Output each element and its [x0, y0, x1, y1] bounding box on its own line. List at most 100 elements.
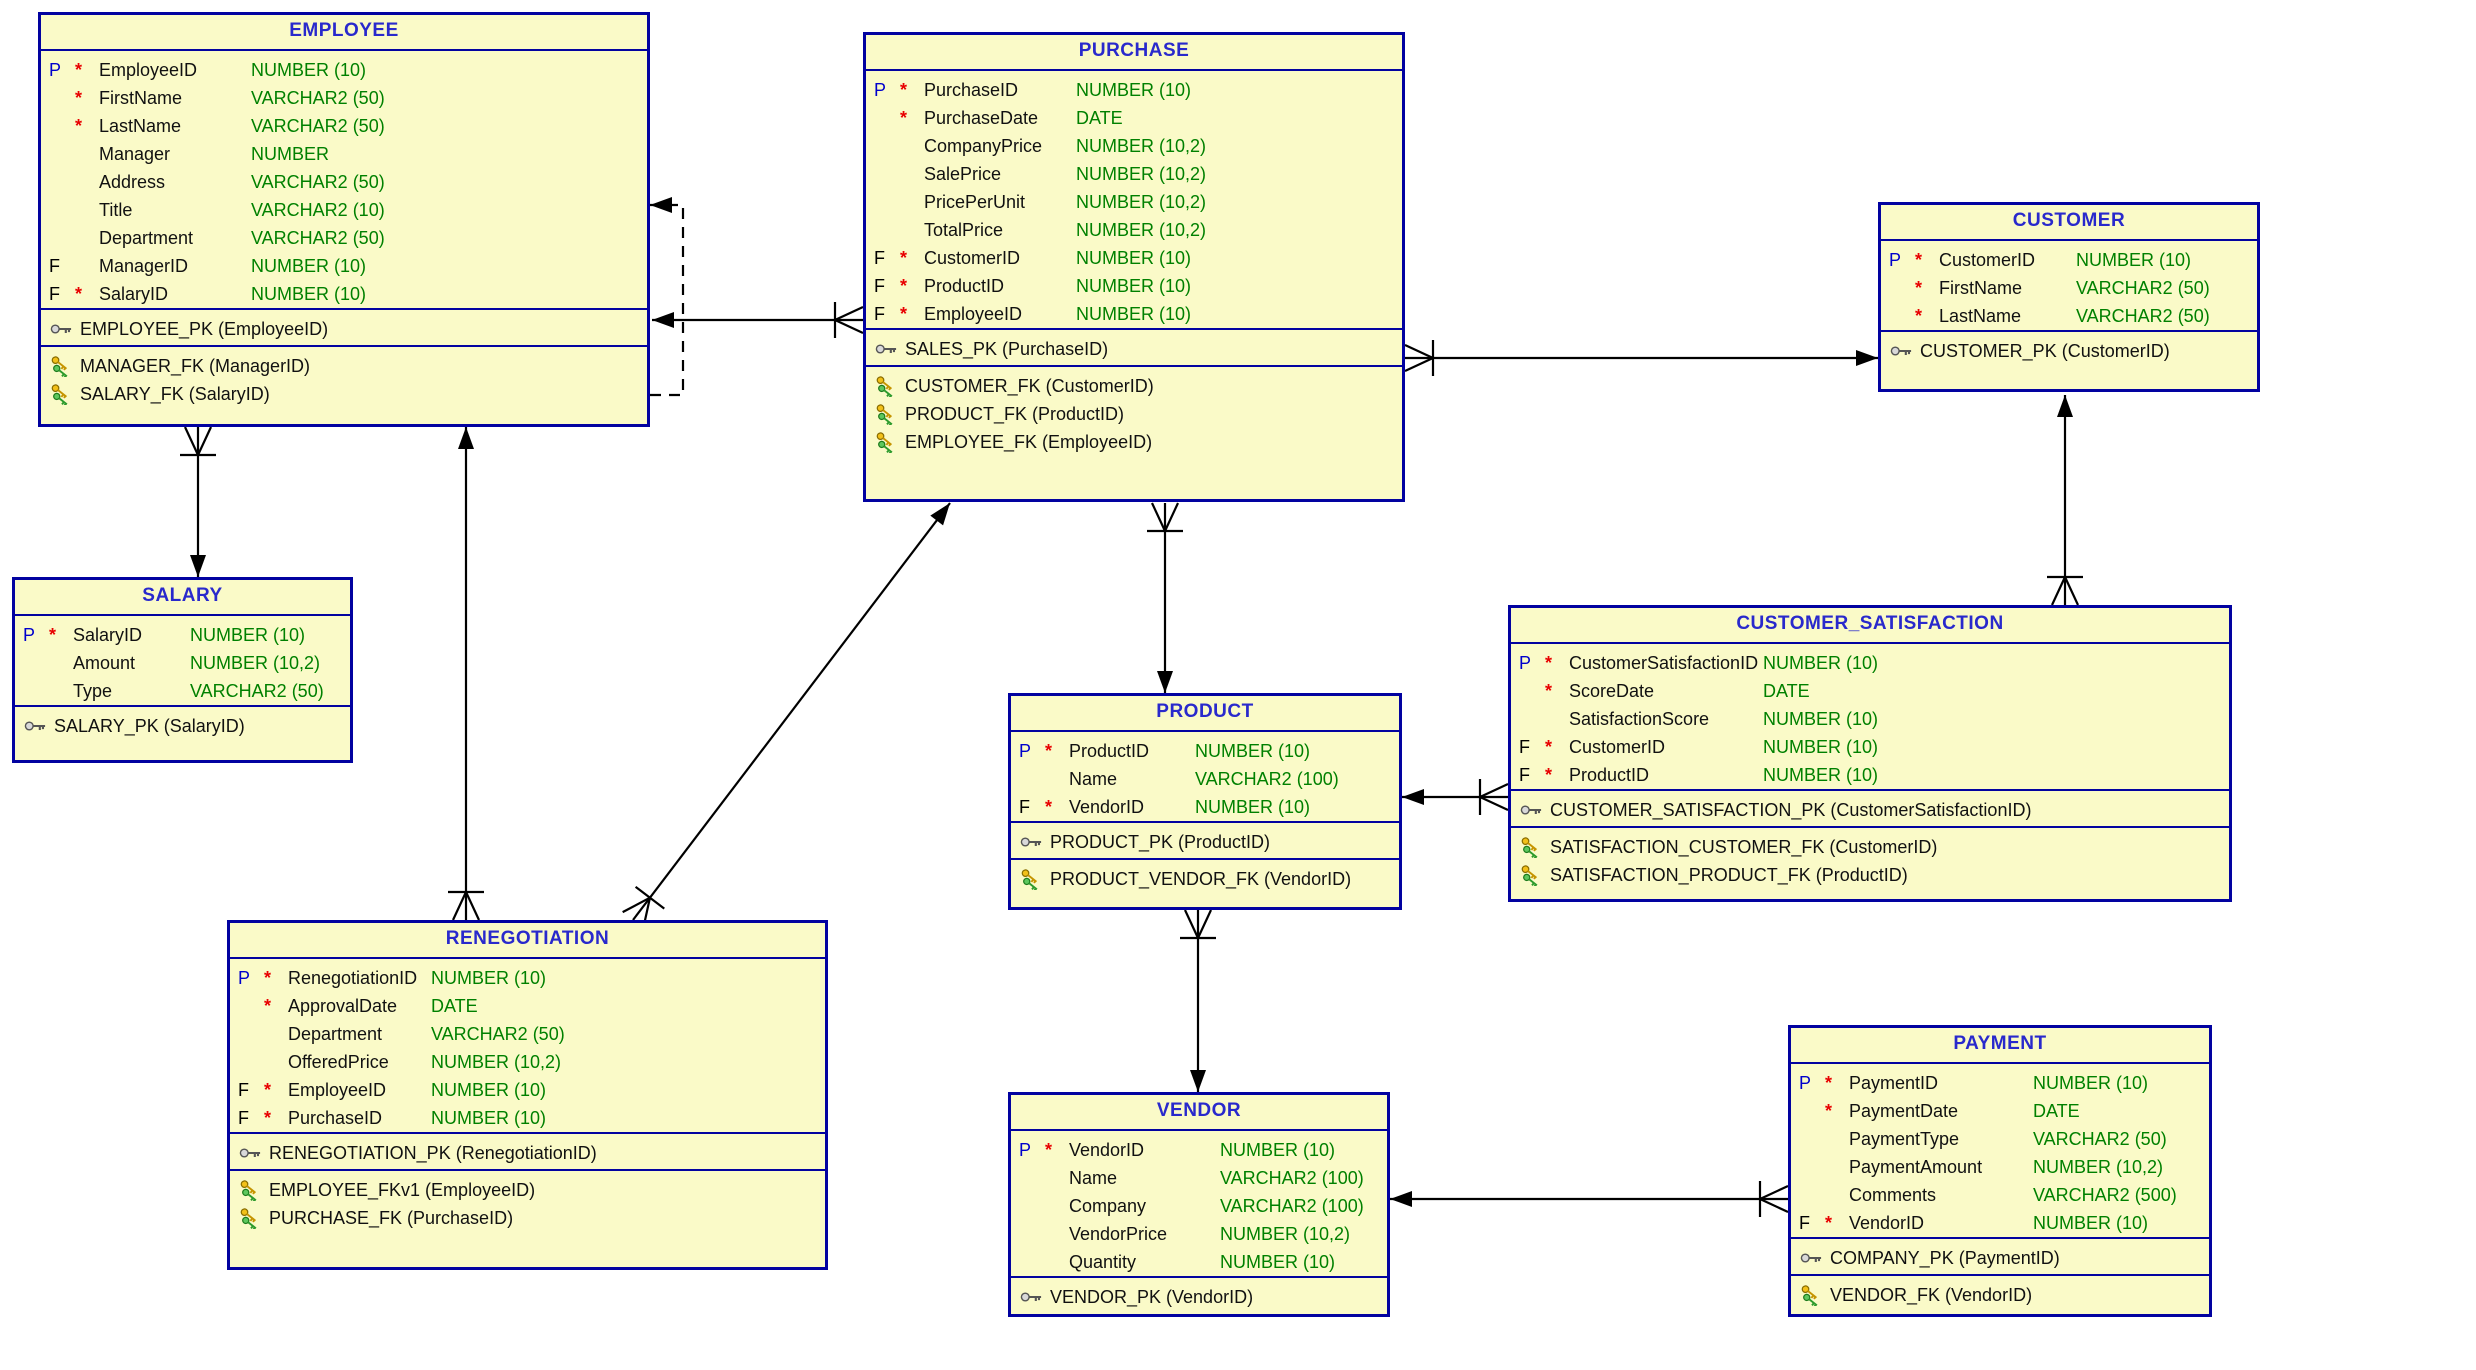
primary-key-marker: P [1799, 1073, 1812, 1093]
relationship-employee-fk[interactable] [652, 302, 864, 338]
relationship-customer-fk[interactable] [1404, 340, 1878, 376]
relationship-product-fk[interactable] [1147, 502, 1183, 693]
relationship-employee-fkv1[interactable] [448, 427, 484, 921]
foreign-key-row[interactable]: SATISFACTION_PRODUCT_FK (ProductID) [1511, 861, 2229, 889]
foreign-key-label: PRODUCT_FK (ProductID) [905, 403, 1125, 424]
column-type: NUMBER (10) [1076, 80, 1192, 100]
column-name: Department [288, 1024, 383, 1044]
foreign-key-marker: F [874, 304, 885, 324]
primary-key-row[interactable]: SALES_PK (PurchaseID) [866, 335, 1402, 363]
foreign-key-row[interactable]: EMPLOYEE_FKv1 (EmployeeID) [230, 1176, 825, 1204]
relationship-manager-self-reference[interactable] [650, 197, 685, 397]
entity-title: PURCHASE [866, 35, 1402, 71]
column-type: DATE [1763, 681, 1810, 701]
foreign-key-row[interactable]: PRODUCT_VENDOR_FK (VendorID) [1011, 865, 1399, 893]
relationship-satisfaction-product-fk[interactable] [1402, 779, 1509, 815]
primary-key-label: RENEGOTIATION_PK (RenegotiationID) [269, 1142, 597, 1163]
relationship-vendor-fk[interactable] [1390, 1181, 1789, 1217]
relationship-product-vendor-fk[interactable] [1180, 909, 1216, 1092]
column-type: VARCHAR2 (50) [251, 228, 385, 248]
primary-key-row[interactable]: CUSTOMER_SATISFACTION_PK (CustomerSatisf… [1511, 796, 2229, 824]
required-marker: * [1825, 1213, 1833, 1233]
relationship-purchase-fk[interactable] [622, 502, 951, 929]
foreign-key-row[interactable]: PURCHASE_FK (PurchaseID) [230, 1204, 825, 1232]
foreign-key-row[interactable]: MANAGER_FK (ManagerID) [41, 352, 647, 380]
foreign-key-row[interactable]: SATISFACTION_CUSTOMER_FK (CustomerID) [1511, 833, 2229, 861]
relationship-salary-fk[interactable] [180, 426, 216, 577]
primary-key-row[interactable]: PRODUCT_PK (ProductID) [1011, 828, 1399, 856]
foreign-key-row[interactable]: PRODUCT_FK (ProductID) [866, 400, 1402, 428]
relationship-satisfaction-customer-fk[interactable] [2047, 395, 2083, 606]
foreign-key-row[interactable]: EMPLOYEE_FK (EmployeeID) [866, 428, 1402, 456]
foreign-key-row[interactable]: SALARY_FK (SalaryID) [41, 380, 647, 408]
primary-key-row[interactable]: VENDOR_PK (VendorID) [1011, 1283, 1387, 1311]
primary-key-row[interactable]: RENEGOTIATION_PK (RenegotiationID) [230, 1139, 825, 1167]
primary-key-row[interactable]: SALARY_PK (SalaryID) [15, 712, 350, 740]
primary-key-row[interactable]: EMPLOYEE_PK (EmployeeID) [41, 315, 647, 343]
primary-key-row[interactable]: COMPANY_PK (PaymentID) [1791, 1244, 2209, 1272]
foreign-key-row[interactable]: CUSTOMER_FK (CustomerID) [866, 372, 1402, 400]
foreign-key-row[interactable]: VENDOR_FK (VendorID) [1791, 1281, 2209, 1309]
primary-key-row[interactable]: CUSTOMER_PK (CustomerID) [1881, 337, 2257, 365]
